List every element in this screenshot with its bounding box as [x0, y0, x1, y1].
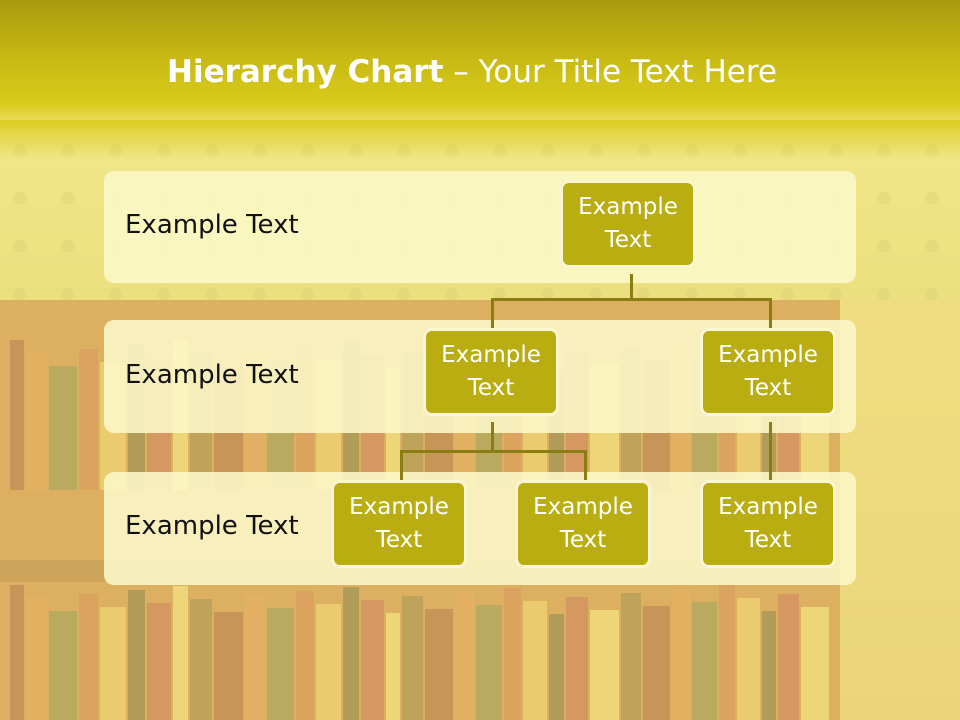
node-level3-b[interactable]: Example Text — [515, 480, 651, 568]
connector — [769, 298, 772, 330]
node-text-line1: Example — [578, 194, 678, 220]
slide-title: Hierarchy Chart – Your Title Text Here — [0, 54, 944, 90]
connector — [491, 298, 772, 301]
node-text-line1: Example — [349, 494, 449, 520]
node-level2-right[interactable]: Example Text — [700, 328, 836, 416]
node-text-line2: Text — [744, 375, 792, 401]
connector — [400, 450, 403, 482]
node-text-line2: Text — [559, 527, 607, 553]
node-text-line2: Text — [467, 375, 515, 401]
node-level2-left[interactable]: Example Text — [423, 328, 559, 416]
connector — [491, 298, 494, 330]
node-text-line1: Example — [718, 342, 818, 368]
connector — [584, 450, 587, 482]
title-bar — [0, 0, 960, 130]
node-level3-a[interactable]: Example Text — [331, 480, 467, 568]
level-label-1: Example Text — [125, 210, 299, 240]
node-text-line1: Example — [718, 494, 818, 520]
connector — [491, 422, 494, 452]
connector — [400, 450, 587, 453]
node-text-line2: Text — [375, 527, 423, 553]
node-level3-c[interactable]: Example Text — [700, 480, 836, 568]
level-label-2: Example Text — [125, 360, 299, 390]
title-bar-fade — [0, 120, 960, 160]
node-text-line2: Text — [744, 527, 792, 553]
level-label-3: Example Text — [125, 511, 299, 541]
node-text-line2: Text — [604, 227, 652, 253]
connector — [769, 422, 772, 482]
slide-title-rest: – Your Title Text Here — [443, 54, 777, 90]
connector — [630, 274, 633, 300]
node-text-line1: Example — [441, 342, 541, 368]
level-band-1 — [104, 171, 856, 283]
slide-title-bold: Hierarchy Chart — [167, 54, 444, 90]
node-text-line1: Example — [533, 494, 633, 520]
node-root[interactable]: Example Text — [560, 180, 696, 268]
